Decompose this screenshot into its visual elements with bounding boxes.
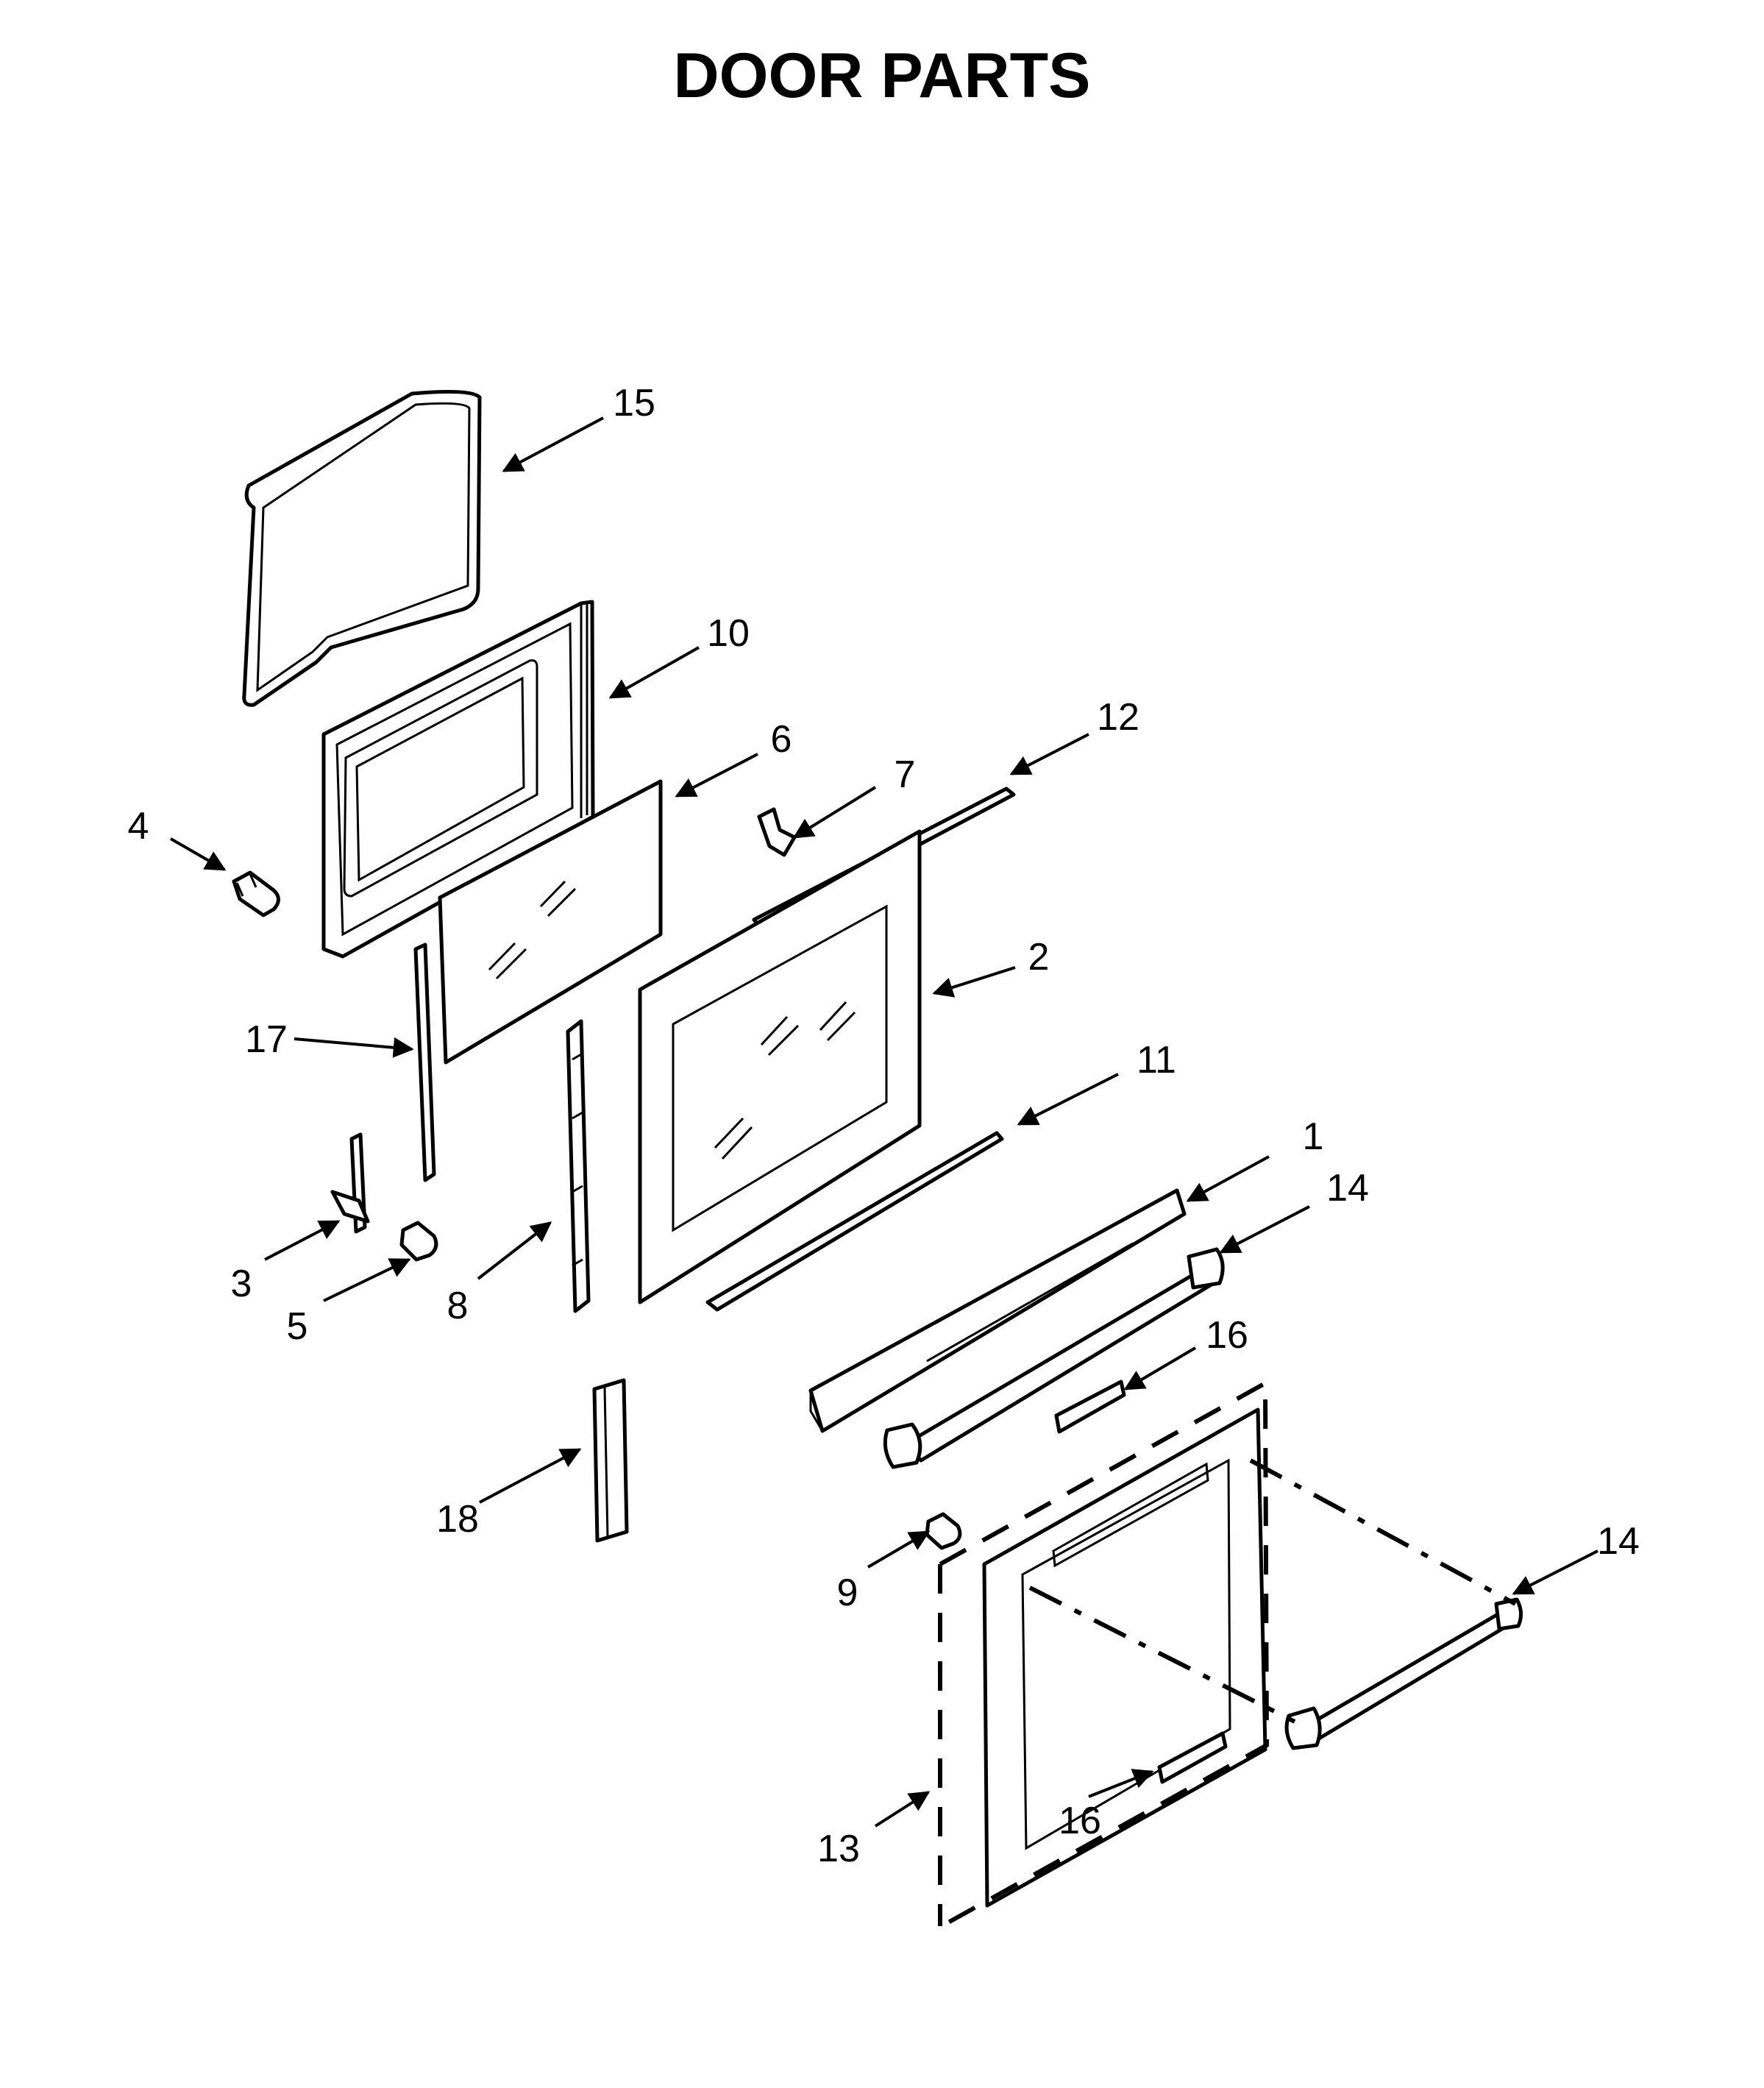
callout-11: 11 xyxy=(1137,1039,1176,1082)
callout-16-upper: 16 xyxy=(1206,1314,1248,1357)
callout-5: 5 xyxy=(287,1305,308,1348)
part-5-screw xyxy=(399,1221,438,1262)
assembly-guide-lines xyxy=(938,1379,1517,1928)
callout-17: 17 xyxy=(245,1018,288,1061)
part-13-outer-door xyxy=(982,1407,1267,1908)
part-16-badge-lower xyxy=(1157,1731,1228,1784)
callout-14-upper: 14 xyxy=(1326,1167,1369,1210)
callout-12: 12 xyxy=(1097,696,1139,739)
part-16-badge-upper xyxy=(1054,1379,1126,1434)
callout-8: 8 xyxy=(447,1285,469,1327)
part-9-screw xyxy=(925,1512,962,1550)
part-1-vent-trim xyxy=(808,1188,1187,1433)
callout-6: 6 xyxy=(771,718,792,761)
callout-2: 2 xyxy=(1028,936,1050,979)
page-title: DOOR PARTS xyxy=(674,40,1091,111)
part-6-door-glass xyxy=(438,779,663,1065)
part-15-door-gasket xyxy=(242,389,482,707)
callout-1: 1 xyxy=(1303,1115,1324,1158)
part-4-screw xyxy=(232,870,280,917)
callout-13: 13 xyxy=(817,1828,860,1870)
part-8-hinge-channel xyxy=(566,1019,591,1313)
callout-7: 7 xyxy=(895,753,916,796)
part-10-inner-door xyxy=(321,600,595,959)
callout-3: 3 xyxy=(231,1263,252,1305)
callout-16-lower: 16 xyxy=(1059,1800,1101,1842)
part-14-door-handle-upper xyxy=(883,1247,1225,1469)
part-18-post xyxy=(592,1378,629,1543)
part-17-side-strip xyxy=(413,942,436,1182)
callout-10: 10 xyxy=(707,612,750,655)
part-2-outer-glass xyxy=(638,829,922,1304)
part-14-door-handle-lower xyxy=(1284,1597,1523,1750)
callout-18: 18 xyxy=(436,1498,479,1541)
part-7-clip xyxy=(757,807,797,857)
part-11-bottom-trim xyxy=(705,1131,1004,1312)
part-3-hinge xyxy=(330,1132,370,1234)
callout-4: 4 xyxy=(128,805,149,848)
leader-lines xyxy=(170,416,1598,1828)
callout-14-lower: 14 xyxy=(1597,1520,1640,1563)
callout-labels: 15 10 6 7 12 4 2 17 11 1 14 3 5 8 16 18 … xyxy=(128,382,1640,1870)
callout-15: 15 xyxy=(613,382,655,425)
callout-9: 9 xyxy=(837,1572,858,1614)
